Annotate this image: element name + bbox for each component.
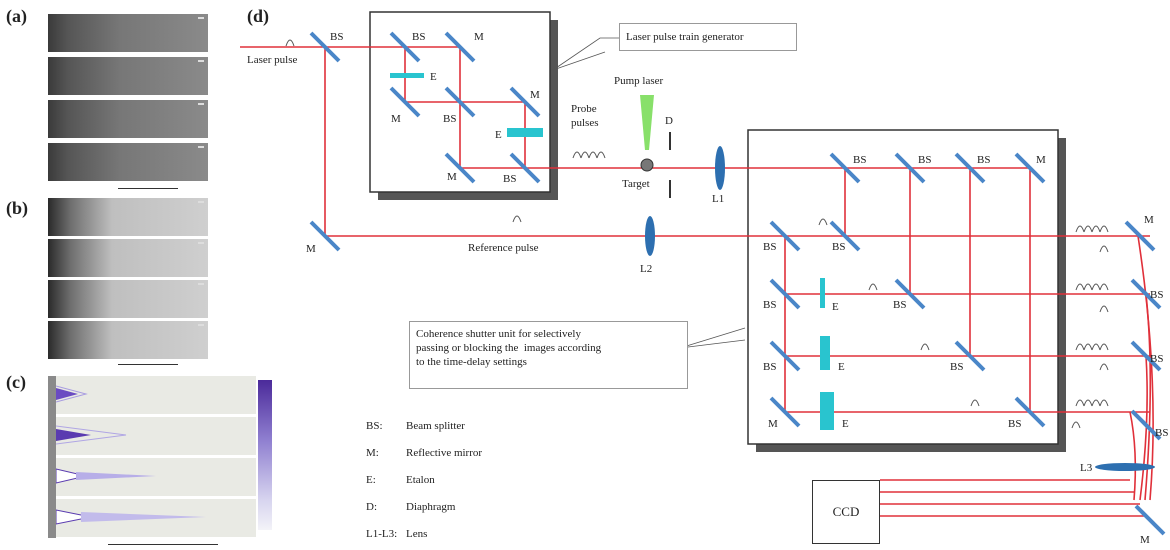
legend-item: L1-L3:Lens — [366, 528, 428, 540]
e-label: E — [495, 129, 502, 141]
panel-a-images — [48, 14, 208, 194]
laser-beams — [240, 46, 1154, 517]
plasma-shape — [56, 425, 127, 445]
callout-lines — [552, 37, 746, 349]
frame-tag — [198, 60, 204, 62]
bs-label: BS — [832, 241, 845, 253]
panel-a-frame-3 — [48, 100, 208, 138]
bs-label: BS — [1155, 427, 1168, 439]
frame-tag — [198, 324, 204, 326]
e-label: E — [832, 301, 839, 313]
m-label: M — [1140, 534, 1150, 546]
panel-c-frame-3 — [56, 458, 256, 496]
bs-label: BS — [950, 361, 963, 373]
target-label: Target — [622, 178, 650, 190]
legend-item: E:Etalon — [366, 474, 435, 486]
panel-c-frame-1 — [56, 376, 256, 414]
bs-label: BS — [763, 299, 776, 311]
frame-tag — [198, 103, 204, 105]
laser-pulse-label: Laser pulse — [247, 54, 298, 66]
panel-c-images — [48, 376, 278, 548]
bs-label: BS — [918, 154, 931, 166]
panel-a-frame-2 — [48, 57, 208, 95]
legend-item: M:Reflective mirror — [366, 447, 483, 459]
shutter-callout: Coherence shutter unit for selectively p… — [409, 321, 688, 389]
panel-a-frame-4 — [48, 143, 208, 181]
plasma-shape — [56, 385, 88, 403]
panel-c-label: (c) — [6, 372, 26, 392]
bs-label: BS — [443, 113, 456, 125]
bs-label: BS — [1150, 353, 1163, 365]
panel-b-frame-2 — [48, 239, 208, 277]
panel-a-label: (a) — [6, 6, 27, 26]
m-label: M — [768, 418, 778, 430]
generator-callout: Laser pulse train generator — [619, 23, 797, 51]
l1-label: L1 — [712, 193, 724, 205]
frame-tag — [198, 242, 204, 244]
bs-label: BS — [893, 299, 906, 311]
plasma-shape — [56, 468, 156, 484]
frame-tag — [198, 283, 204, 285]
panel-c-frame-4 — [56, 499, 256, 537]
panel-a-frame-1 — [48, 14, 208, 52]
bs-label: BS — [330, 31, 343, 43]
ccd-camera: CCD — [812, 480, 880, 544]
m-label: M — [1144, 214, 1154, 226]
m-label: M — [474, 31, 484, 43]
l2-label: L2 — [640, 263, 652, 275]
l3-label: L3 — [1080, 462, 1093, 474]
panel-b-label: (b) — [6, 198, 28, 218]
panel-b-frame-1 — [48, 198, 208, 236]
panel-d-label: (d) — [247, 6, 269, 26]
legend-item: D:Diaphragm — [366, 501, 456, 513]
plasma-shape — [56, 509, 206, 525]
m-label: M — [530, 89, 540, 101]
probe-pulses-label: Probe pulses — [571, 103, 599, 129]
m-label: M — [306, 243, 316, 255]
m-label: M — [447, 171, 457, 183]
m-label: M — [391, 113, 401, 125]
pump-laser-label: Pump laser — [614, 75, 664, 87]
bs-label: BS — [977, 154, 990, 166]
component-labels: BS BS M E M BS M E M BS M D L1 L2 BS BS … — [306, 31, 1168, 546]
frame-tag — [198, 201, 204, 203]
panel-c-frame-2 — [56, 417, 256, 455]
e-label: E — [842, 418, 849, 430]
panel-b-frame-4 — [48, 321, 208, 359]
scale-bar — [108, 544, 218, 545]
pump-laser-beam — [640, 95, 654, 150]
bs-label: BS — [1150, 289, 1163, 301]
bs-label: BS — [763, 361, 776, 373]
legend-item: BS:Beam splitter — [366, 420, 465, 432]
panel-b-images — [48, 198, 208, 368]
frame-tag — [198, 146, 204, 148]
bs-label: BS — [1008, 418, 1021, 430]
bs-label: BS — [503, 173, 516, 185]
lenses — [645, 146, 1155, 471]
frame-tag — [198, 17, 204, 19]
target-sample — [640, 158, 654, 172]
reference-pulse-label: Reference pulse — [468, 242, 539, 254]
scale-bar — [118, 364, 178, 365]
panel-b-frame-3 — [48, 280, 208, 318]
bs-label: BS — [412, 31, 425, 43]
d-label: D — [665, 115, 673, 127]
panel-c-edge — [48, 376, 56, 538]
scale-bar — [118, 188, 178, 189]
colorbar — [258, 380, 272, 530]
m-label: M — [1036, 154, 1046, 166]
etalons — [390, 73, 834, 430]
e-label: E — [838, 361, 845, 373]
bs-label: BS — [853, 154, 866, 166]
bs-label: BS — [763, 241, 776, 253]
e-label: E — [430, 71, 437, 83]
